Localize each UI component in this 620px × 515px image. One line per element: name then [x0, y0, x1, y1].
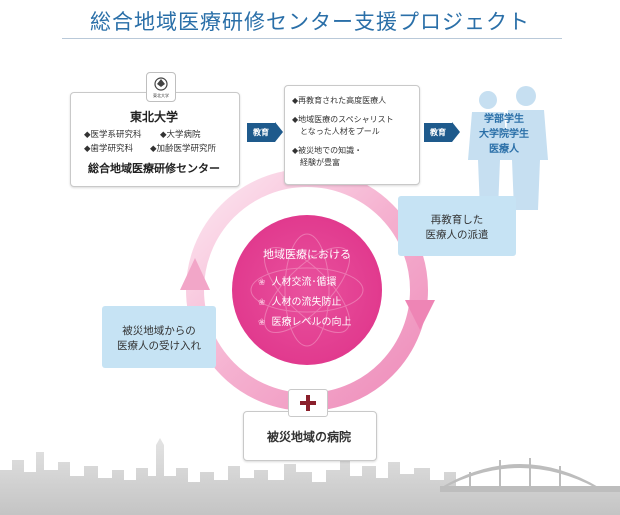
accept-box: 被災地域からの 医療人の受け入れ: [102, 306, 216, 368]
circle-item-label: 医療レベルの向上: [271, 317, 352, 328]
department-item: ◆医学系研究科: [84, 130, 142, 140]
hospital-name: 被災地域の病院: [266, 430, 351, 444]
hospital-box: [243, 411, 377, 461]
training-item: 経験が豊富: [300, 158, 340, 167]
circle-item-label: 人材交流･循環: [271, 277, 337, 288]
people-label: 学部学生: [484, 114, 524, 125]
arrow-right-icon: [275, 122, 283, 142]
page-title: 総合地域医療研修センター支援プロジェクト: [90, 10, 530, 34]
hospital-cross-box: [288, 389, 328, 417]
people-label: 医療人: [489, 144, 519, 155]
flower-icon: ❀: [258, 298, 266, 308]
accept-line: 被災地域からの: [122, 325, 196, 337]
circle-item-label: 人材の流失防止: [271, 297, 342, 308]
central-circle: [232, 215, 382, 365]
accept-line: 医療人の受け入れ: [117, 340, 201, 352]
university-logo-text: 東北大学: [153, 93, 169, 98]
center-name: 総合地域医療研修センター: [88, 162, 220, 175]
circle-item: ❀ 人材の流失防止: [258, 293, 342, 308]
training-item: ◆被災地での知識・: [292, 146, 363, 155]
university-logo: 東北大学: [146, 72, 176, 102]
training-box: [284, 85, 420, 185]
training-item: ◆地域医療のスペシャリスト: [292, 115, 394, 124]
dispatch-box: 再教育した 医療人の派遣: [398, 196, 516, 256]
university-emblem-icon: [154, 77, 168, 91]
university-name: 東北大学: [129, 110, 178, 124]
people-label: 大学院学生: [479, 129, 529, 140]
city-skyline: [0, 438, 620, 515]
circle-title: 地域医療における: [263, 248, 351, 261]
training-item: となった人材をプール: [300, 127, 380, 136]
department-item: ◆加齢医学研究所: [150, 144, 217, 154]
education-arrow-2: 教育: [424, 123, 452, 142]
circle-item: ❀ 医療レベルの向上: [258, 313, 352, 328]
flower-icon: ❀: [258, 278, 266, 288]
circle-item: ❀ 人材交流･循環: [258, 273, 337, 288]
department-item: ◆大学病院: [160, 130, 201, 140]
people-silhouette: [468, 86, 548, 210]
education-arrow-1: 教育: [247, 123, 275, 142]
people-labels: 学部学生 大学院学生 医療人: [463, 112, 545, 157]
arrow-right-icon: [452, 122, 460, 142]
dispatch-line: 医療人の派遣: [425, 229, 489, 241]
medical-cross-icon: [300, 395, 316, 411]
title-divider: [62, 38, 562, 39]
dispatch-line: 再教育した: [430, 214, 484, 226]
flower-pattern-icon: [250, 233, 364, 347]
flower-icon: ❀: [258, 318, 266, 328]
training-item: ◆再教育された高度医療人: [292, 96, 387, 105]
department-item: ◆歯学研究科: [84, 144, 134, 154]
